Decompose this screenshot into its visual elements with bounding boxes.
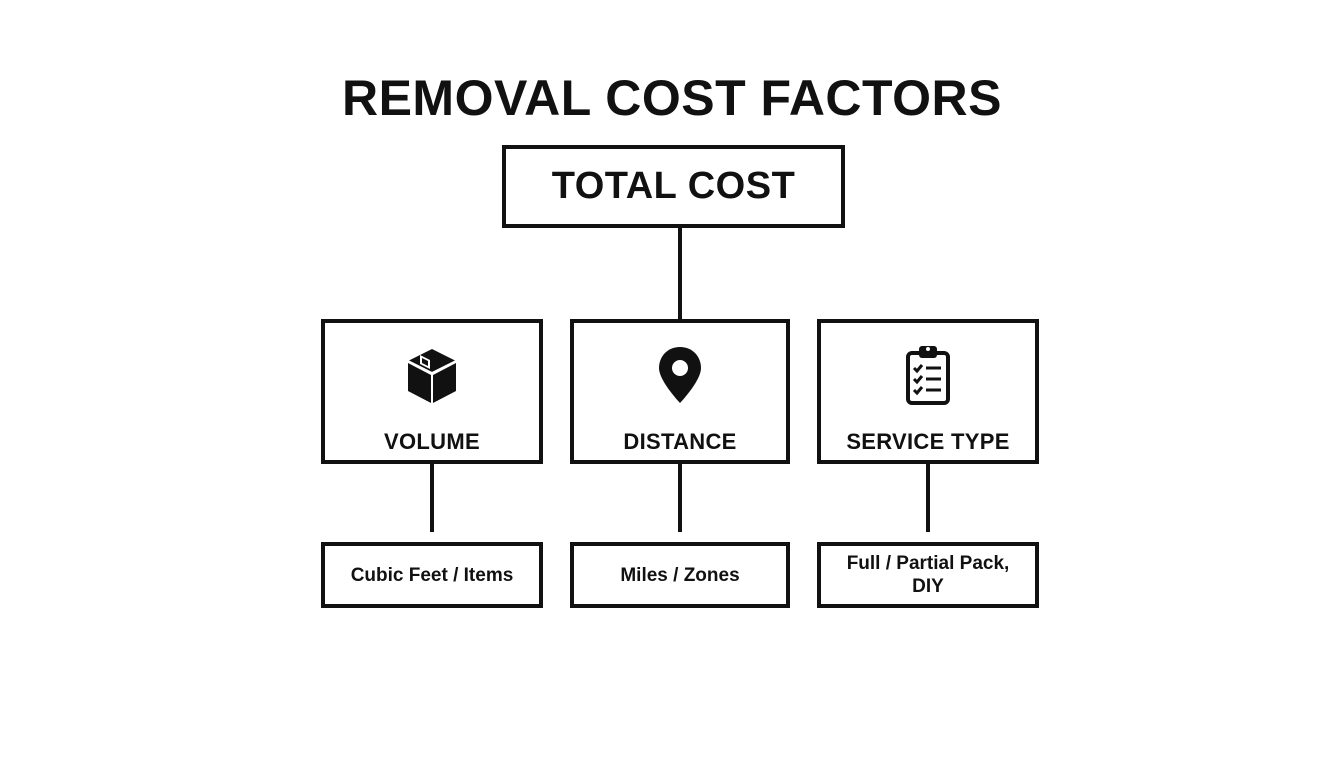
factor-node-distance: DISTANCE — [570, 319, 790, 464]
root-node-total-cost: TOTAL COST — [502, 145, 845, 228]
clipboard-checklist-icon — [896, 343, 960, 407]
location-pin-icon — [648, 343, 712, 407]
factor-label-distance: DISTANCE — [623, 429, 737, 454]
detail-node-service-type: Full / Partial Pack, DIY — [817, 542, 1039, 608]
factor-label-volume: VOLUME — [384, 429, 480, 454]
connector-volume-to-detail — [430, 464, 434, 532]
factor-node-volume: VOLUME — [321, 319, 543, 464]
connector-distance-to-detail — [678, 464, 682, 532]
detail-label-distance: Miles / Zones — [620, 564, 740, 586]
connector-root-to-factors — [678, 228, 682, 319]
root-node-label: TOTAL COST — [551, 165, 796, 207]
factor-label-service-type: SERVICE TYPE — [846, 429, 1010, 454]
detail-node-volume: Cubic Feet / Items — [321, 542, 543, 608]
detail-label-volume: Cubic Feet / Items — [350, 564, 514, 586]
factor-node-service-type: SERVICE TYPE — [817, 319, 1039, 464]
box-icon — [400, 343, 464, 407]
detail-node-distance: Miles / Zones — [570, 542, 790, 608]
detail-label-service-type: Full / Partial Pack, DIY — [846, 553, 1010, 597]
diagram-title: REMOVAL COST FACTORS — [341, 70, 1003, 126]
connector-service-type-to-detail — [926, 464, 930, 532]
